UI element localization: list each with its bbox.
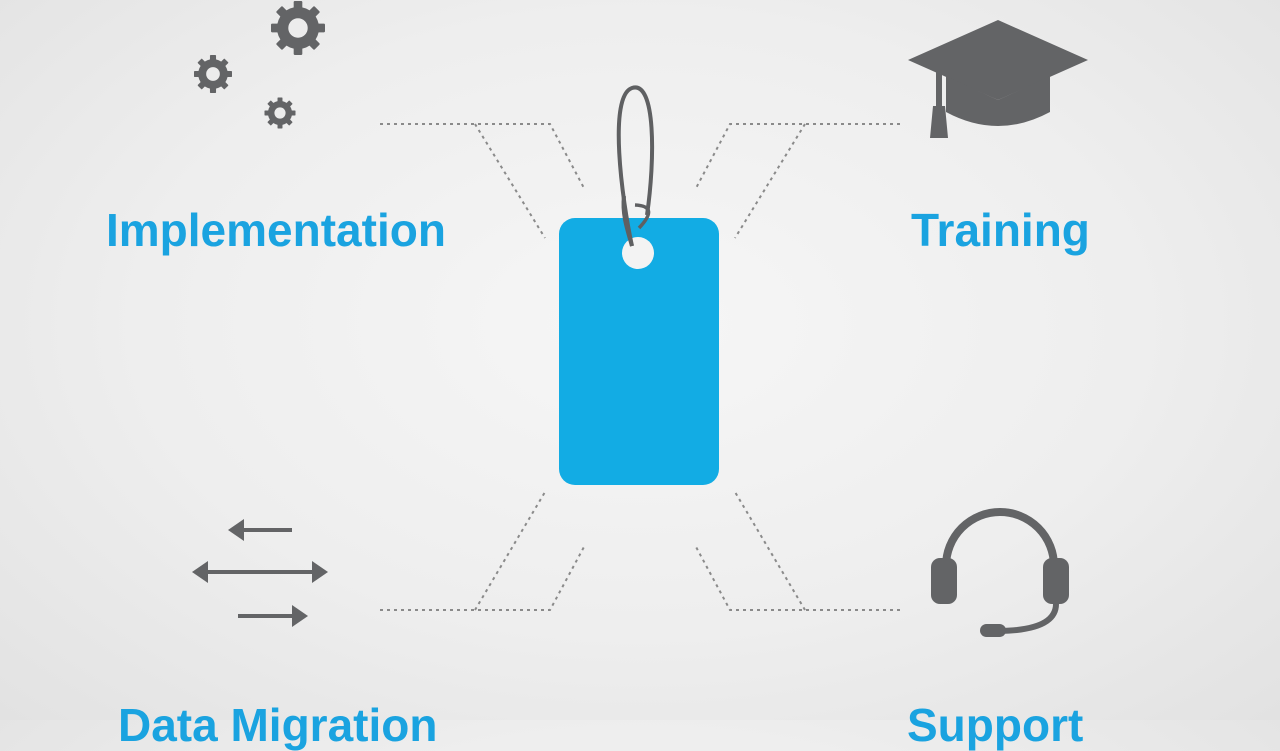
label-data-migration: Data Migration [118, 699, 438, 751]
label-training: Training [911, 204, 1090, 256]
label-implementation: Implementation [106, 204, 446, 256]
connector-training [694, 123, 900, 191]
exchange-arrows-icon [192, 519, 328, 627]
connector-data-migration-inner [474, 491, 546, 611]
connector-data-migration [380, 544, 586, 611]
diagram-canvas [192, 0, 1088, 637]
connector-training-inner [734, 123, 806, 239]
graduation-cap-icon [908, 20, 1088, 138]
headset-icon [931, 508, 1069, 637]
connector-lines [380, 123, 900, 611]
connector-support [694, 544, 900, 611]
connector-implementation [380, 123, 586, 191]
price-tag-icon [559, 85, 719, 485]
gears-icon [194, 0, 325, 129]
label-support: Support [907, 699, 1084, 751]
connector-support-inner [734, 491, 806, 611]
connector-implementation-inner [474, 123, 546, 239]
